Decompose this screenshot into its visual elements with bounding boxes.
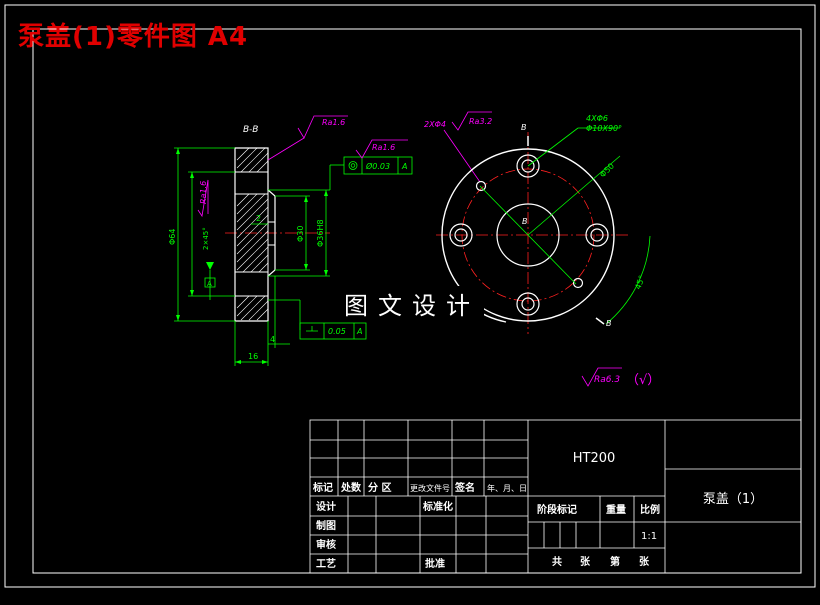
header-zone: 分 区: [368, 481, 391, 494]
view-b-top: B: [521, 123, 527, 132]
approve-label: 批准: [425, 557, 445, 570]
datum-a-label: A: [207, 280, 212, 288]
scale-label: 比例: [640, 503, 660, 516]
front-view: 2XΦ4 Ra3.2 4XΦ6 Φ10X90° Φ50 45° B B B: [424, 114, 651, 334]
header-mark: 标记: [312, 481, 333, 494]
dim-2x45-label: 2×45°: [202, 227, 210, 250]
section-view: B-B: [168, 111, 492, 366]
weight-label: 重量: [606, 503, 626, 516]
flatness-datum: A: [356, 327, 362, 336]
roughness-1-label: Ra1.6: [322, 118, 345, 127]
row-process: 工艺: [316, 557, 336, 570]
flatness-value: 0.05: [328, 327, 346, 336]
sheets-total: 共: [552, 555, 562, 568]
header-count: 处数: [340, 481, 362, 494]
section-dimensions: [174, 147, 330, 366]
row-design: 设计: [316, 500, 336, 513]
concentricity-value: Ø0.03: [365, 161, 390, 171]
bore-circle: [496, 203, 560, 267]
outer-circle: [441, 148, 615, 322]
dim-2-label: 2: [256, 214, 261, 223]
sheet-border: [4, 4, 816, 588]
header-sign: 签名: [454, 481, 475, 494]
section-label: B-B: [243, 125, 258, 135]
dim-16-label: 16: [248, 352, 258, 361]
roughness-3-label: Ra1.6: [199, 181, 208, 204]
view-b-bottom: B: [606, 319, 612, 328]
bolt-circle: [461, 168, 595, 302]
part-name-label: 泵盖（1）: [703, 492, 763, 507]
bolt-holes: [449, 154, 609, 316]
material-label: HT200: [573, 451, 616, 466]
flatness-frame: 0.05 A: [299, 322, 367, 340]
general-roughness: Ra6.3 （√）: [581, 367, 660, 388]
header-change-doc: 更改文件号: [410, 483, 450, 493]
countersink-label: Φ10X90°: [586, 124, 622, 133]
scale-value: 1:1: [641, 531, 657, 542]
dim-50-label: Φ50: [598, 161, 616, 179]
drawing-title: 泵盖(1)零件图 A4: [18, 22, 249, 52]
watermark-text: 图文设计: [340, 286, 484, 321]
sheets-unit-2: 张: [639, 555, 650, 568]
row-drafting: 制图: [316, 519, 336, 532]
dim-arrows: [176, 148, 328, 364]
general-roughness-suffix: （√）: [626, 373, 660, 388]
section-hatching: [236, 147, 269, 321]
holes-2x4-label: 2XΦ4: [424, 120, 446, 129]
title-block: [309, 419, 802, 574]
datum-a-box: [204, 277, 216, 288]
dim-4-label: 4: [270, 335, 275, 344]
sheets-unit-1: 张: [580, 555, 591, 568]
holes-4x6-label: 4XΦ6: [586, 114, 608, 123]
flange-outline: [234, 147, 276, 322]
dim-36h8-label: Φ36H8: [316, 219, 325, 247]
standardize-label: 标准化: [422, 500, 453, 513]
view-b-center: B: [522, 217, 528, 226]
concentricity-datum: A: [401, 162, 407, 171]
stage-mark-label: 阶段标记: [537, 503, 577, 516]
sheets-number: 第: [610, 555, 620, 568]
dim-64-label: Φ64: [168, 229, 177, 245]
angle-45-label: 45°: [633, 274, 646, 290]
cut-mark-bottom: [595, 317, 605, 325]
header-date: 年、月、日: [487, 483, 527, 493]
roughness-4-label: Ra3.2: [469, 117, 492, 126]
roughness-symbols: [197, 111, 492, 218]
roughness-2-label: Ra1.6: [372, 143, 395, 152]
row-review: 审核: [316, 538, 336, 551]
concentricity-frame: Ø0.03 A: [329, 156, 413, 190]
dim-30-label: Φ30: [296, 226, 305, 242]
front-dimensions: [479, 127, 651, 325]
general-roughness-label: Ra6.3: [594, 375, 620, 385]
